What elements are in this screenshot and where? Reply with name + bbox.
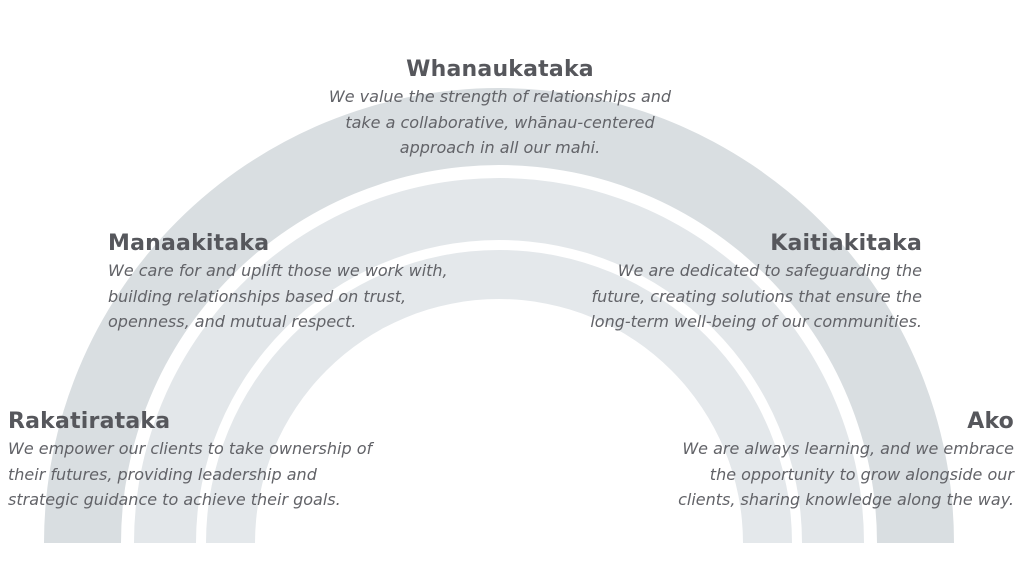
value-kaitiakitaka: Kaitiakitaka We are dedicated to safegua… (502, 230, 922, 335)
value-line: their futures, providing leadership and (8, 464, 317, 484)
value-manaakitaka: Manaakitaka We care for and uplift those… (108, 230, 528, 335)
value-line: building relationships based on trust, (108, 286, 407, 306)
value-line: future, creating solutions that ensure t… (591, 286, 923, 306)
value-line: We care for and uplift those we work wit… (108, 261, 448, 280)
value-line: We value the strength of relationships a… (328, 87, 672, 106)
value-line: approach in all our mahi. (399, 138, 601, 157)
value-line: We are always learning, and we embrace (682, 439, 1014, 458)
value-line: We empower our clients to take ownership… (8, 439, 373, 458)
value-line: openness, and mutual respect. (108, 312, 357, 331)
value-line: long-term well-being of our communities. (590, 312, 922, 331)
value-line: clients, sharing knowledge along the way… (678, 490, 1014, 509)
value-title: Whanaukataka (406, 57, 594, 82)
value-title: Rakatirataka (8, 409, 171, 434)
middle-arc (134, 178, 864, 543)
value-line: strategic guidance to achieve their goal… (8, 490, 341, 509)
inner-arc (206, 250, 792, 543)
value-title: Ako (967, 409, 1014, 434)
value-whanaukataka: Whanaukataka We value the strength of re… (290, 56, 710, 161)
outer-arc (44, 88, 954, 543)
value-line: take a collaborative, whānau-centered (345, 112, 655, 132)
value-title: Manaakitaka (108, 231, 270, 256)
value-line: We are dedicated to safeguarding the (617, 261, 922, 280)
value-line: the opportunity to grow alongside our (709, 464, 1014, 484)
value-rakatirataka: Rakatirataka We empower our clients to t… (8, 408, 448, 513)
value-title: Kaitiakitaka (770, 231, 922, 256)
value-ako: Ako We are always learning, and we embra… (575, 408, 1014, 513)
